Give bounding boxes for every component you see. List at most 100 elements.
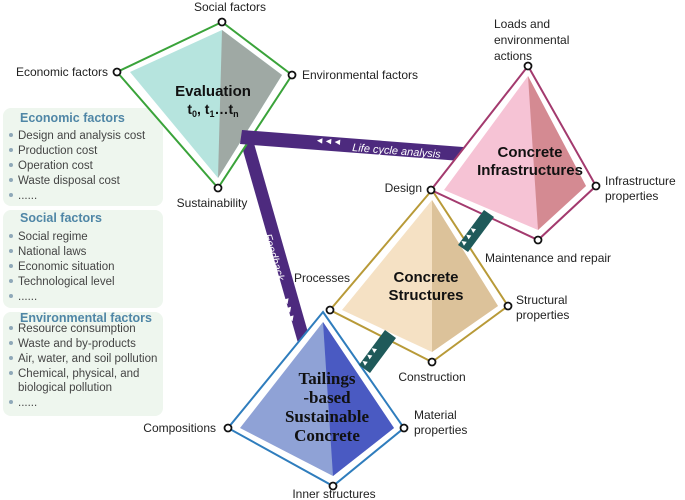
panel-economic-factors: Economic factors Design and analysis cos… <box>3 108 163 206</box>
panel-social-item: Economic situation <box>18 261 115 273</box>
tailings-right-label-line2: properties <box>414 423 467 437</box>
infrastructures-diamond: Concrete Infrastructures Loads and envir… <box>385 17 676 265</box>
evaluation-subtitle-sub0: 0 <box>192 109 197 119</box>
evaluation-subtitle-subn: n <box>233 109 239 119</box>
bullet-icon <box>9 234 13 238</box>
bullet-icon <box>9 279 13 283</box>
structures-title-line2: Structures <box>388 287 463 304</box>
evaluation-subtitle-sep1: , t <box>197 101 210 117</box>
life-cycle-arrowheads-icon: ◄◄◄ <box>315 135 342 147</box>
connector-bar <box>359 330 396 373</box>
structures-face-right <box>432 200 498 352</box>
vertex-node-icon <box>328 481 338 491</box>
vertex-node-icon <box>112 67 122 77</box>
evaluation-left-label: Economic factors <box>16 65 108 79</box>
bullet-icon <box>9 356 13 360</box>
bullet-icon <box>9 371 13 375</box>
infrastructures-title-line1: Concrete <box>497 144 562 161</box>
panel-economic-item: ...... <box>18 190 37 202</box>
bullet-icon <box>9 193 13 197</box>
infrastructures-top-label-line3: actions <box>494 49 532 63</box>
evaluation-diamond: Evaluation t0, t1…tn Social factors Econ… <box>16 0 418 210</box>
infrastructures-left-label: Design <box>385 181 422 195</box>
bullet-icon <box>9 341 13 345</box>
evaluation-subtitle-sub1: 1 <box>209 109 214 119</box>
vertex-node-icon <box>533 235 543 245</box>
bullet-icon <box>9 326 13 330</box>
vertex-node-icon <box>213 183 223 193</box>
panel-environmental-item: ...... <box>18 397 37 409</box>
panel-economic-background <box>3 108 163 206</box>
bullet-icon <box>9 400 13 404</box>
bullet-icon <box>9 133 13 137</box>
infrastructures-top-label-line2: environmental <box>494 33 569 47</box>
structures-diamond: Concrete Structures Processes Structural… <box>294 188 569 384</box>
panel-social-factors: Social factors Social regime National la… <box>3 210 163 308</box>
infrastructures-top-label-line1: Loads and <box>494 17 550 31</box>
vertex-node-icon <box>426 185 436 195</box>
evaluation-title: Evaluation <box>175 83 251 100</box>
bullet-icon <box>9 249 13 253</box>
feedback-arrow-shaft <box>240 140 313 350</box>
vertex-node-icon <box>287 70 297 80</box>
panel-economic-item: Waste disposal cost <box>18 175 121 187</box>
panel-social-item: Technological level <box>18 276 115 288</box>
tailings-bottom-label: Inner structures <box>292 487 375 500</box>
panel-environmental-factors: Environmental factors Resource consumpti… <box>3 311 163 416</box>
panel-economic-title: Economic factors <box>20 111 125 125</box>
panel-social-title: Social factors <box>20 211 102 225</box>
bullet-icon <box>9 178 13 182</box>
bullet-icon <box>9 163 13 167</box>
structures-right-label-line2: properties <box>516 308 569 322</box>
infrastructures-right-label-line2: properties <box>605 189 658 203</box>
panel-economic-item: Production cost <box>18 145 98 157</box>
life-cycle-arrow-shaft <box>240 130 476 162</box>
connector-structures-infrastructures: ▲▲▲ <box>457 210 494 252</box>
panel-social-item: Social regime <box>18 231 88 243</box>
panel-environmental-background <box>3 312 163 416</box>
evaluation-top-label: Social factors <box>194 0 266 14</box>
tailings-face-right <box>323 322 394 476</box>
bullet-icon <box>9 148 13 152</box>
infrastructures-face-right <box>528 76 586 230</box>
structures-title-line1: Concrete <box>393 269 458 286</box>
panel-environmental-item: Air, water, and soil pollution <box>18 353 157 365</box>
tailings-right-label-line1: Material <box>414 408 457 422</box>
structures-bottom-label: Construction <box>398 370 465 384</box>
life-cycle-arrow: ◄◄◄ Life cycle analysis <box>240 130 476 162</box>
panel-social-item: National laws <box>18 246 87 258</box>
evaluation-subtitle-sep2: …t <box>214 101 233 117</box>
infrastructures-bottom-label: Maintenance and repair <box>485 251 611 265</box>
vertex-node-icon <box>217 17 227 27</box>
bullet-icon <box>9 264 13 268</box>
structures-right-label-line1: Structural <box>516 293 567 307</box>
panel-social-background <box>3 210 163 308</box>
panel-social-item: ...... <box>18 291 37 303</box>
vertex-node-icon <box>427 357 437 367</box>
tailings-title-line2: -based <box>303 388 351 407</box>
panel-environmental-item: Resource consumption <box>18 323 136 335</box>
connector-bar <box>458 210 494 252</box>
evaluation-right-label: Environmental factors <box>302 68 418 82</box>
tailings-title-line3: Sustainable <box>285 407 370 426</box>
evaluation-subtitle: t0, t1…tn <box>187 101 238 119</box>
infrastructures-title-line2: Infrastructures <box>477 162 583 179</box>
vertex-node-icon <box>503 301 513 311</box>
tailings-diamond: Tailings -based Sustainable Concrete Com… <box>143 310 467 500</box>
panel-environmental-item: Waste and by-products <box>18 338 136 350</box>
panel-economic-item: Design and analysis cost <box>18 130 146 142</box>
connector-tailings-structures: ▲▲▲ <box>358 330 396 373</box>
evaluation-bottom-label: Sustainability <box>177 196 248 210</box>
evaluation-face-right <box>218 30 282 178</box>
vertex-node-icon <box>523 61 533 71</box>
panel-economic-item: Operation cost <box>18 160 94 172</box>
evaluation-subtitle-t0: t <box>187 101 192 117</box>
structures-left-label: Processes <box>294 271 350 285</box>
bullet-icon <box>9 294 13 298</box>
tailings-title-line4: Concrete <box>294 426 360 445</box>
tailings-title-line1: Tailings <box>298 369 355 388</box>
feedback-arrow: Feedback ►►► <box>240 140 313 350</box>
infrastructures-right-label-line1: Infrastructure <box>605 174 676 188</box>
panel-environmental-item: Chemical, physical, and <box>18 368 139 380</box>
